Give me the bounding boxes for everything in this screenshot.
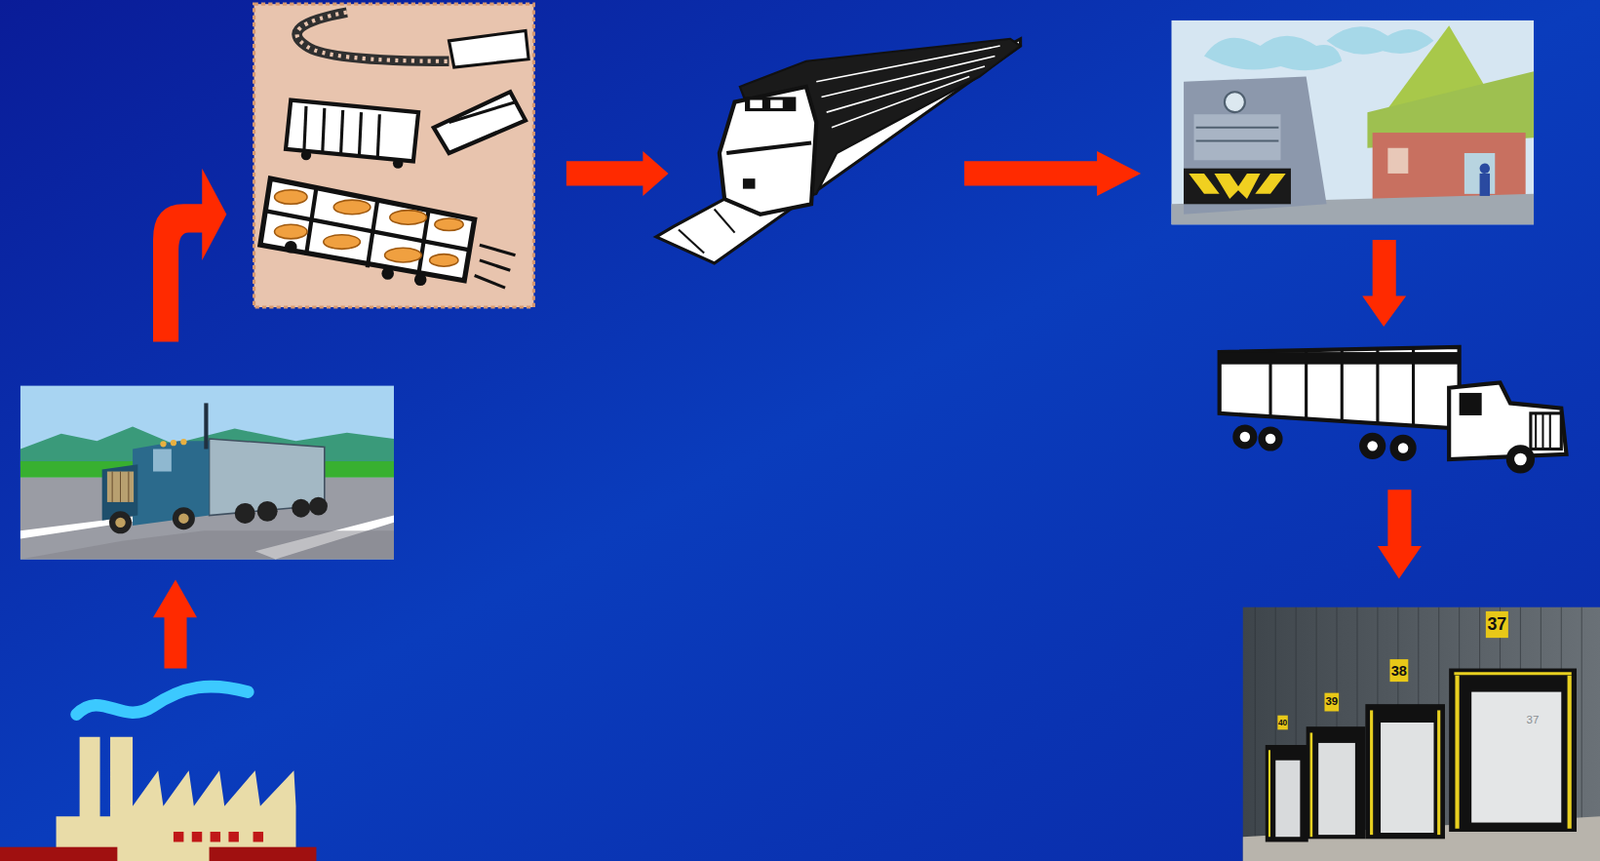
dock-number: 39: [1325, 696, 1338, 708]
loading-dock-photo: [1243, 607, 1600, 861]
dock-number: 37: [1526, 714, 1540, 727]
dock-number: 37: [1486, 616, 1507, 634]
rail-yard-picture: [254, 3, 535, 308]
locomotive-picture: [656, 39, 1021, 264]
highway-truck-picture: [20, 386, 394, 560]
dock-number: 40: [1278, 718, 1288, 727]
dock-number: 38: [1391, 663, 1407, 678]
factory-icon: [0, 686, 316, 861]
semi-truck-picture: [1219, 347, 1567, 474]
station-picture: [1170, 20, 1534, 225]
